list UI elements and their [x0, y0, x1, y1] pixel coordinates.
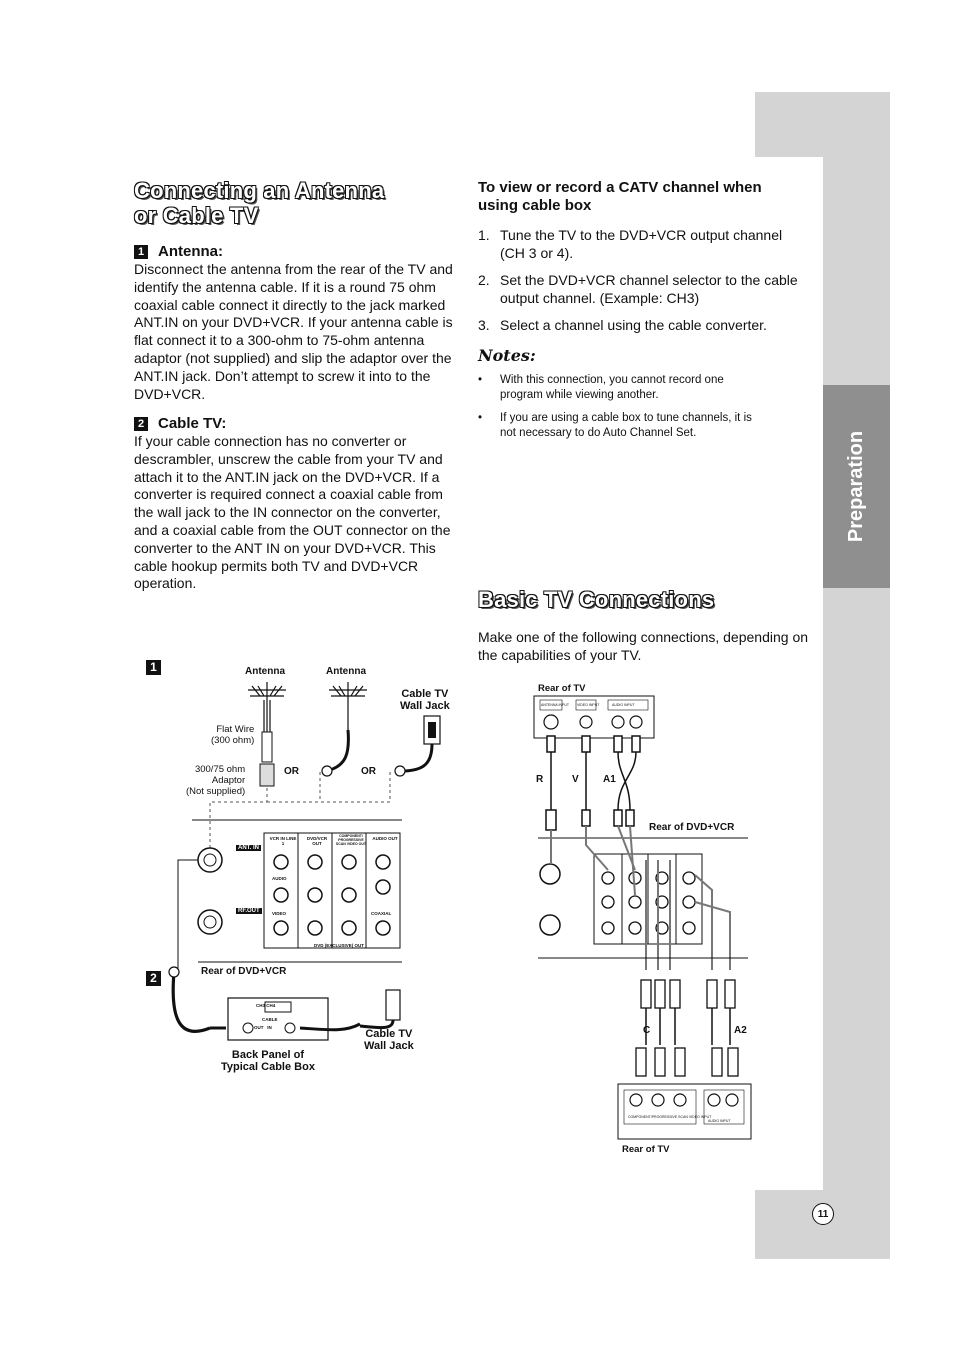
- diagram-box-1: 1: [146, 660, 161, 675]
- catv-heading: To view or record a CATV channel when us…: [478, 179, 762, 214]
- panel-label-2: DVD/VCR OUT: [306, 836, 328, 846]
- rear-dvd-vcr-label: Rear of DVD+VCR: [201, 966, 287, 977]
- left-title: Connecting an Antenna or Cable TV: [134, 178, 454, 228]
- tv-bottom-label-1: COMPONENT/PROGRESSIVE SCAN VIDEO INPUT: [628, 1115, 712, 1119]
- cable-label: CABLE: [262, 1017, 278, 1022]
- c-label: C: [643, 1025, 651, 1036]
- wall-jack-cable: [404, 743, 434, 773]
- coax-plug: [321, 765, 333, 777]
- v-label: V: [572, 774, 579, 785]
- catv-steps: 1.Tune the TV to the DVD+VCR output chan…: [478, 226, 798, 334]
- antenna-1-label: Antenna: [245, 666, 285, 677]
- rf-out-label: RF.OUT: [236, 908, 262, 914]
- panel-label-3: COMPONENT/ PROGRESSIVE SCAN VIDEO OUT: [335, 834, 367, 846]
- cable-box-cable: [171, 971, 211, 1033]
- antenna-heading-text: Antenna:: [158, 243, 223, 260]
- cable-section: 2 Cable TV: If your cable connection has…: [134, 415, 454, 593]
- sidebar-top-tab: [755, 92, 890, 157]
- antenna-section: 1 Antenna: Disconnect the antenna from t…: [134, 243, 454, 403]
- adaptor-icon: [259, 763, 275, 787]
- antenna-text: Disconnect the antenna from the rear of …: [134, 261, 453, 402]
- cable-heading-text: Cable TV:: [158, 415, 227, 432]
- step-item: 1.Tune the TV to the DVD+VCR output chan…: [478, 227, 783, 261]
- ch-switch-label: CH3 CH4: [256, 1003, 276, 1008]
- diagram-box-2: 2: [146, 971, 161, 986]
- title-line-1: Connecting an Antenna: [134, 178, 385, 203]
- basic-title: Basic TV Connections: [478, 587, 715, 612]
- tv-jack-label-1: ANTENNA INPUT: [541, 703, 570, 707]
- flat-wire-icon: [261, 731, 273, 763]
- antenna-number: 1: [134, 244, 148, 259]
- back-panel-label: Back Panel of Typical Cable Box: [221, 1049, 315, 1073]
- tv-connection-diagram: [533, 695, 752, 1140]
- antenna-diagram: [168, 682, 441, 1041]
- adaptor-label: 300/75 ohm Adaptor (Not supplied): [186, 764, 246, 797]
- coax-cable: [329, 729, 350, 772]
- dvd-vcr-rear-panel-right: [539, 853, 703, 945]
- row-audio-label: AUDIO: [272, 876, 287, 881]
- flat-wire-label: Flat Wire (300 ohm): [211, 724, 255, 746]
- note-item: If you are using a cable box to tune cha…: [478, 411, 768, 441]
- cable-heading: 2 Cable TV:: [134, 415, 454, 432]
- antenna-heading: 1 Antenna:: [134, 243, 454, 260]
- coaxial-label: COAXIAL: [371, 911, 392, 916]
- wall-jack-label: Cable TV Wall Jack: [400, 688, 450, 712]
- note-item: With this connection, you cannot record …: [478, 373, 768, 403]
- notes-heading: Notes:: [478, 346, 536, 365]
- antenna-2-icon: [329, 682, 367, 730]
- tv-jack-label-3: AUDIO INPUT: [612, 703, 635, 707]
- or-label-1: OR: [284, 766, 299, 777]
- notes-list: With this connection, you cannot record …: [478, 373, 768, 441]
- cable-wall-jack-label-2: Cable TV Wall Jack: [364, 1028, 414, 1052]
- tv-bottom-label-2: AUDIO INPUT: [708, 1119, 731, 1123]
- ant-in-label: ANT. IN: [236, 845, 261, 851]
- rear-tv-top-label: Rear of TV: [538, 683, 586, 694]
- dvd-exclusive-label: DVD (EXCLUSIVE) OUT: [314, 943, 365, 948]
- section-label: Preparation: [845, 430, 867, 543]
- a2-label: A2: [734, 1025, 747, 1036]
- dvd-vcr-rear-panel: [197, 832, 401, 949]
- step-item: 2.Set the DVD+VCR channel selector to th…: [478, 272, 798, 306]
- tv-jack-label-2: VIDEO INPUT: [577, 703, 600, 707]
- page-number: 11: [812, 1203, 834, 1225]
- panel-label-1: VCR IN LINE 1: [269, 836, 297, 846]
- cable-number: 2: [134, 416, 148, 431]
- sidebar-strip: [823, 157, 890, 1190]
- row-video-label: VIDEO: [272, 911, 287, 916]
- r-label: R: [536, 774, 544, 785]
- basic-section: Basic TV Connections Make one of the fol…: [478, 587, 808, 665]
- catv-section: To view or record a CATV channel when us…: [478, 179, 798, 449]
- cable-text: If your cable connection has no converte…: [134, 433, 451, 592]
- section-tab: [823, 385, 890, 588]
- rear-tv-bottom-label: Rear of TV: [622, 1144, 670, 1155]
- title-line-2: or Cable TV: [134, 203, 259, 228]
- in-out-label: OUT IN: [254, 1025, 272, 1030]
- rear-dvd-vcr-right-label: Rear of DVD+VCR: [649, 822, 735, 833]
- panel-label-4: AUDIO OUT: [372, 836, 398, 841]
- antenna-2-label: Antenna: [326, 666, 366, 677]
- step-item: 3.Select a channel using the cable conve…: [478, 317, 767, 333]
- a1-label: A1: [603, 774, 616, 785]
- basic-intro: Make one of the following connections, d…: [478, 629, 809, 663]
- or-label-2: OR: [361, 766, 376, 777]
